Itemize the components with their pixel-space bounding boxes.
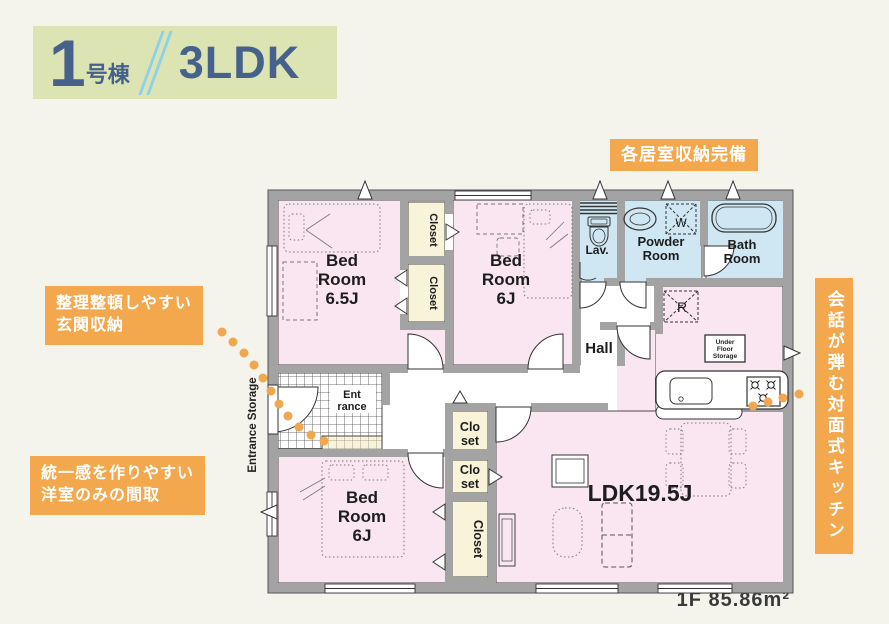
closet-fold-marks: [394, 214, 503, 571]
closet-e-area: [451, 500, 489, 578]
under-floor-storage-box: [704, 334, 746, 363]
floor-area-label: 1F 85.86m²: [676, 589, 790, 611]
front-door-leaf: [267, 384, 279, 435]
svg-text:6J: 6J: [497, 289, 516, 308]
bath-label: Bath Room: [724, 237, 761, 266]
ldk-label: LDK19.5J: [588, 480, 693, 506]
closet-b-label: Closet: [427, 276, 439, 310]
svg-text:Room: Room: [482, 270, 530, 289]
svg-text:Room: Room: [338, 507, 386, 526]
svg-text:Room: Room: [643, 248, 680, 263]
svg-text:6J: 6J: [353, 526, 372, 545]
svg-text:6.5J: 6.5J: [325, 289, 358, 308]
closet-d-label: Clo set: [460, 463, 481, 491]
svg-text:Bed: Bed: [490, 251, 522, 270]
badge-western-rooms: 統一感を作りやすい 洋室のみの間取: [30, 456, 206, 515]
hall-label: Hall: [585, 340, 613, 357]
layout-type: 3LDK: [178, 36, 301, 88]
closet-a-label: Closet: [427, 213, 439, 247]
room-lav-area: [577, 199, 621, 283]
kitchen-sink: [669, 377, 713, 405]
ldk-furniture: [498, 422, 747, 568]
kitchen-counter: [655, 370, 789, 420]
kitchen-connector-dots: [748, 389, 804, 411]
closet-c-label: Clo set: [460, 420, 481, 448]
door-bath: [703, 245, 735, 277]
bath-fixtures: [711, 203, 777, 233]
door-bedroom3: [407, 452, 444, 489]
door-powder: [619, 281, 647, 309]
bedroom3-label: Bed Room 6J: [338, 488, 386, 545]
door-bedroom2: [527, 333, 564, 370]
bedroom2-label: Bed Room 6J: [482, 251, 530, 308]
svg-text:Under: Under: [716, 339, 735, 346]
entrance-label: Ent rance: [337, 389, 366, 413]
svg-text:Bed: Bed: [326, 251, 358, 270]
bedroom1-furniture: [282, 203, 381, 321]
svg-text:Room: Room: [724, 251, 761, 266]
svg-text:Room: Room: [318, 270, 366, 289]
svg-text:Bed: Bed: [346, 488, 378, 507]
badge-western-line2: 洋室のみの間取: [41, 487, 161, 505]
svg-text:set: set: [461, 434, 480, 448]
doors: [267, 245, 735, 489]
unit-suffix: 号棟: [85, 62, 130, 87]
svg-text:Clo: Clo: [460, 420, 481, 434]
entrance-connector-dots: [217, 327, 329, 446]
svg-text:Floor: Floor: [717, 346, 734, 353]
entrance-storage-label: Entrance Storage: [247, 377, 259, 472]
svg-text:Clo: Clo: [460, 463, 481, 477]
bedroom2-furniture: [476, 203, 573, 299]
room-areas: [277, 199, 786, 584]
closet-a-area: [407, 201, 446, 259]
svg-text:Storage: Storage: [713, 353, 738, 360]
title-block: 1 号棟 3LDK: [33, 26, 337, 99]
lav-fixtures: [580, 202, 617, 247]
badge-entrance-line1: 整理整頓しやすい: [56, 295, 192, 312]
badge-entrance-line2: 玄関収納: [56, 317, 125, 335]
door-corridor-ldk: [495, 406, 532, 443]
dotted-connectors: [217, 327, 804, 446]
fridge-label: R: [677, 299, 687, 315]
room-ldk-area: [495, 410, 786, 584]
badge-western-line1: 統一感を作りやすい: [41, 465, 195, 482]
door-bedroom1: [407, 333, 444, 370]
door-lav: [579, 281, 607, 309]
powder-label: Powder Room: [638, 234, 685, 263]
room-labels: Bed Room 6.5J Bed Room 6J Bed Room 6J LD…: [247, 213, 760, 559]
badge-room-storage: 各居室収納完備: [610, 139, 758, 171]
svg-text:Bath: Bath: [728, 237, 757, 252]
unit-number: 1: [49, 25, 86, 100]
svg-text:Ent: Ent: [343, 389, 361, 401]
bedroom3-furniture: [299, 460, 405, 558]
svg-text:Powder: Powder: [638, 234, 685, 249]
closet-e-label: Closet: [471, 520, 485, 559]
bedroom1-label: Bed Room 6.5J: [318, 251, 366, 308]
door-hall-ldk: [616, 325, 651, 360]
door-lav-inner: [579, 262, 597, 281]
lav-label: Lav.: [585, 243, 608, 257]
badge-entrance-storage: 整理整頓しやすい 玄関収納: [45, 286, 203, 345]
powder-fixtures: [623, 203, 697, 235]
washer-symbol: W: [675, 216, 687, 230]
under-floor-storage-label: Under Floor Storage: [713, 339, 738, 360]
svg-text:set: set: [461, 477, 480, 491]
badge-open-kitchen: 会話が弾む対面式キッチン: [815, 278, 853, 554]
fridge-symbol: [663, 290, 699, 323]
svg-text:rance: rance: [337, 401, 366, 413]
vent-markers: [259, 179, 802, 520]
